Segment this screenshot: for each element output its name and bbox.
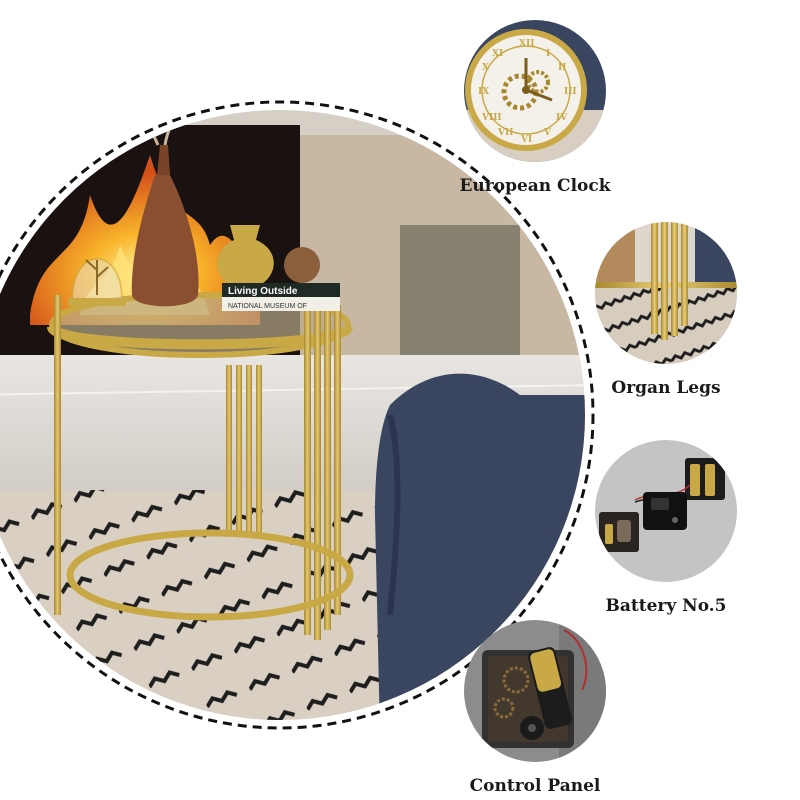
svg-text:V: V xyxy=(543,128,552,138)
book-title: Living Outside xyxy=(228,286,298,297)
clock-icon: XII III VI IX I II XI X IV V VII VIII xyxy=(464,20,606,162)
svg-text:IX: IX xyxy=(478,87,489,97)
control-panel-thumbnail xyxy=(464,620,606,762)
battery-icon xyxy=(595,440,737,582)
feature-label: Battery No.5 xyxy=(605,596,727,616)
feature-organ-legs: Organ Legs xyxy=(586,222,746,398)
svg-text:VIII: VIII xyxy=(481,113,502,123)
svg-text:VI: VI xyxy=(520,135,532,145)
svg-text:XII: XII xyxy=(519,39,534,49)
clock-thumbnail: XII III VI IX I II XI X IV V VII VIII xyxy=(464,20,606,162)
svg-text:VII: VII xyxy=(497,128,513,138)
feature-european-clock: XII III VI IX I II XI X IV V VII VIII Eu… xyxy=(455,20,615,196)
svg-text:XI: XI xyxy=(492,49,503,59)
svg-text:I: I xyxy=(546,49,550,59)
clock-movement-icon xyxy=(464,620,606,762)
feature-control-panel: Control Panel xyxy=(455,620,615,796)
table-scene-illustration: Living Outside NATIONAL MUSEUM OF xyxy=(0,100,595,730)
svg-text:X: X xyxy=(482,63,489,73)
svg-text:III: III xyxy=(564,87,577,97)
legs-thumbnail xyxy=(595,222,737,364)
table-legs-icon xyxy=(595,222,737,364)
book-subtitle: NATIONAL MUSEUM OF xyxy=(228,303,307,310)
feature-label: Control Panel xyxy=(469,776,601,796)
battery-thumbnail xyxy=(595,440,737,582)
svg-text:IV: IV xyxy=(556,113,568,123)
svg-text:II: II xyxy=(558,63,566,73)
feature-label: Organ Legs xyxy=(611,378,721,398)
feature-label: European Clock xyxy=(459,176,611,196)
feature-battery: Battery No.5 xyxy=(586,440,746,616)
main-product-photo: Living Outside NATIONAL MUSEUM OF xyxy=(0,95,600,735)
